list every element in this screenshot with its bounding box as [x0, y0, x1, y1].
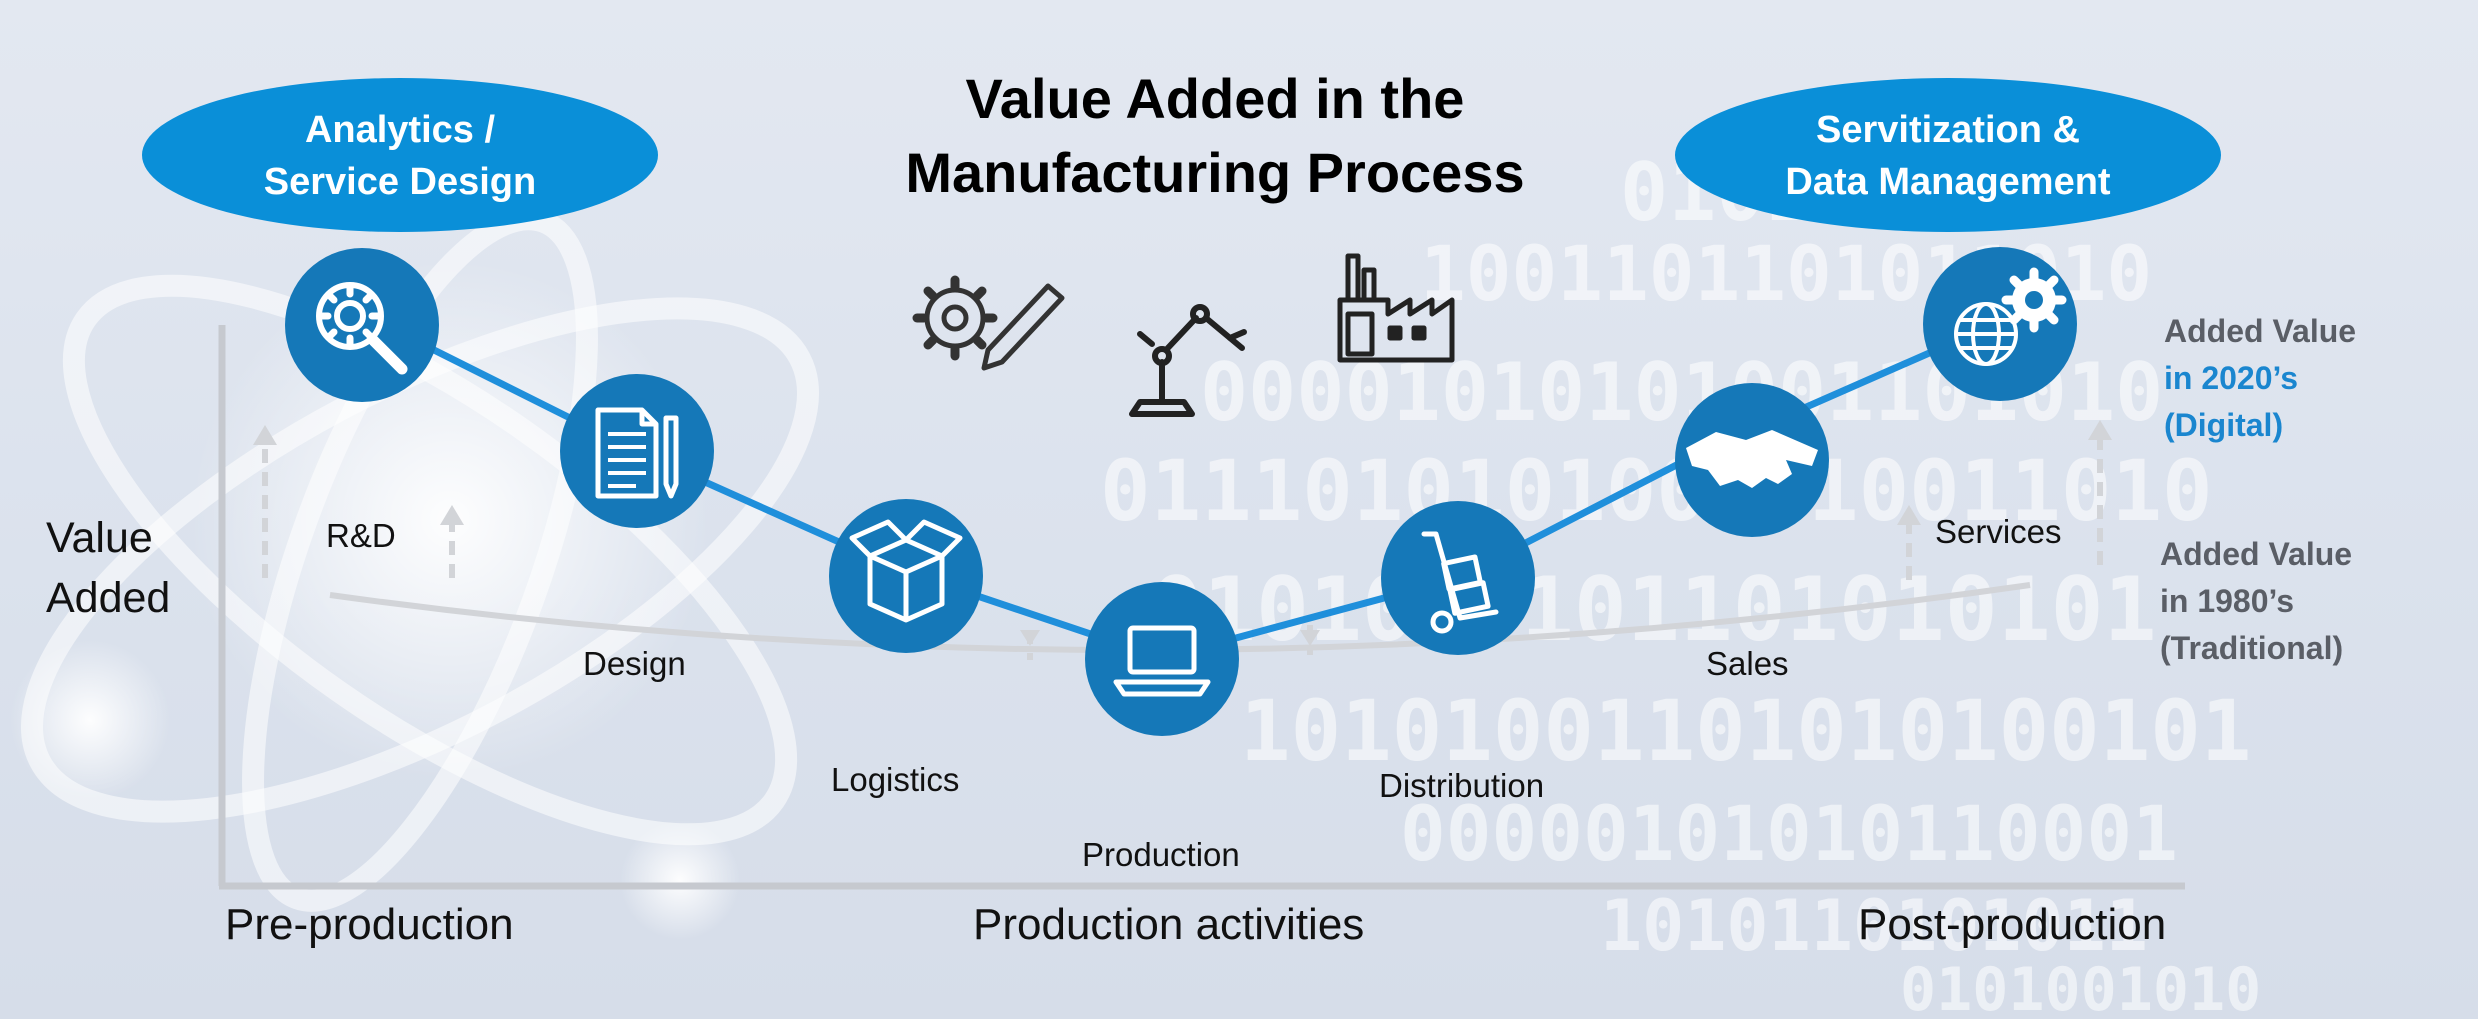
legend-2020s-digital: Added Value in 2020’s (Digital) — [2164, 308, 2356, 449]
hand-truck-icon — [1421, 531, 1499, 634]
gear-magnifier-icon — [316, 282, 408, 375]
stage-circle-distribution — [1381, 501, 1535, 655]
legend-2020-line-1: Added Value — [2164, 313, 2357, 349]
ellipse-left-line-1: Analytics / — [304, 109, 496, 151]
ellipse-left-line-2: Service Design — [263, 161, 537, 203]
legend-1980-line-1: Added Value — [2160, 536, 2353, 572]
stage-circle-design — [560, 374, 714, 528]
binary-line: 10101001101010100101 — [1240, 682, 2251, 780]
stage-label-logistics: Logistics — [831, 761, 960, 798]
title-line-2: Manufacturing Process — [905, 141, 1525, 204]
y-axis-label: Value Added — [46, 508, 170, 628]
binary-line: 1010110101011 — [1600, 885, 2148, 967]
legend-2020-line-3: (Digital) — [2164, 407, 2284, 443]
atom-particle — [10, 640, 170, 800]
stage-label-sales: Sales — [1706, 645, 1789, 682]
servitization-data-management-label: Servitization & Data Management — [1675, 104, 2221, 208]
ellipse-right-line-2: Data Management — [1785, 161, 2111, 203]
y-axis-label-line-2: Added — [46, 574, 171, 622]
analytics-service-design-ellipse — [142, 78, 658, 232]
title-line-1: Value Added in the — [965, 67, 1465, 130]
handshake-icon — [1686, 430, 1818, 488]
stage-label-production: Production — [1082, 836, 1240, 873]
analytics-service-design-label: Analytics / Service Design — [150, 104, 650, 208]
ellipse-right-line-1: Servitization & — [1816, 109, 2080, 151]
document-pen-icon — [595, 407, 679, 499]
stage-label-services: Services — [1935, 513, 2062, 550]
binary-line: 0101001010 — [1900, 955, 2261, 1019]
globe-gear-icon — [1954, 302, 2018, 366]
x-group-production-activities: Production activities — [973, 900, 1365, 949]
diagram-title: Value Added in the Manufacturing Process — [820, 62, 1610, 210]
stage-label-rnd: R&D — [326, 517, 396, 554]
binary-line: 00000101010110001 — [1400, 789, 2178, 878]
factory-icon — [1337, 253, 1455, 363]
binary-line: 0111010101001010011010 — [1100, 442, 2213, 540]
y-axis-label-line-1: Value — [46, 514, 153, 562]
uplift-arrows — [253, 420, 2112, 660]
x-group-post-production: Post-production — [1858, 900, 2167, 949]
stage-label-design: Design — [583, 645, 686, 682]
atom-particle — [620, 820, 740, 940]
legend-2020-line-2: in 2020’s — [2164, 360, 2299, 396]
box-icon — [849, 519, 963, 623]
laptop-icon — [1113, 625, 1211, 697]
binary-line: 0101000101101010101 — [1150, 558, 2157, 661]
stage-circles — [285, 247, 2077, 736]
x-group-pre-production: Pre-production — [225, 900, 514, 949]
stage-circle-production — [1085, 582, 1239, 736]
robot-arm-icon — [1129, 304, 1247, 417]
gear-pencil-icon — [912, 275, 1065, 371]
servitization-data-management-ellipse — [1675, 78, 2221, 232]
legend-1980s-traditional: Added Value in 1980’s (Traditional) — [2160, 531, 2352, 672]
legend-1980-line-2: in 1980’s — [2160, 583, 2295, 619]
axes — [218, 325, 2185, 890]
globe-gear-cog — [2001, 267, 2067, 333]
stage-label-distribution: Distribution — [1379, 767, 1545, 804]
legend-1980-line-3: (Traditional) — [2160, 630, 2344, 666]
